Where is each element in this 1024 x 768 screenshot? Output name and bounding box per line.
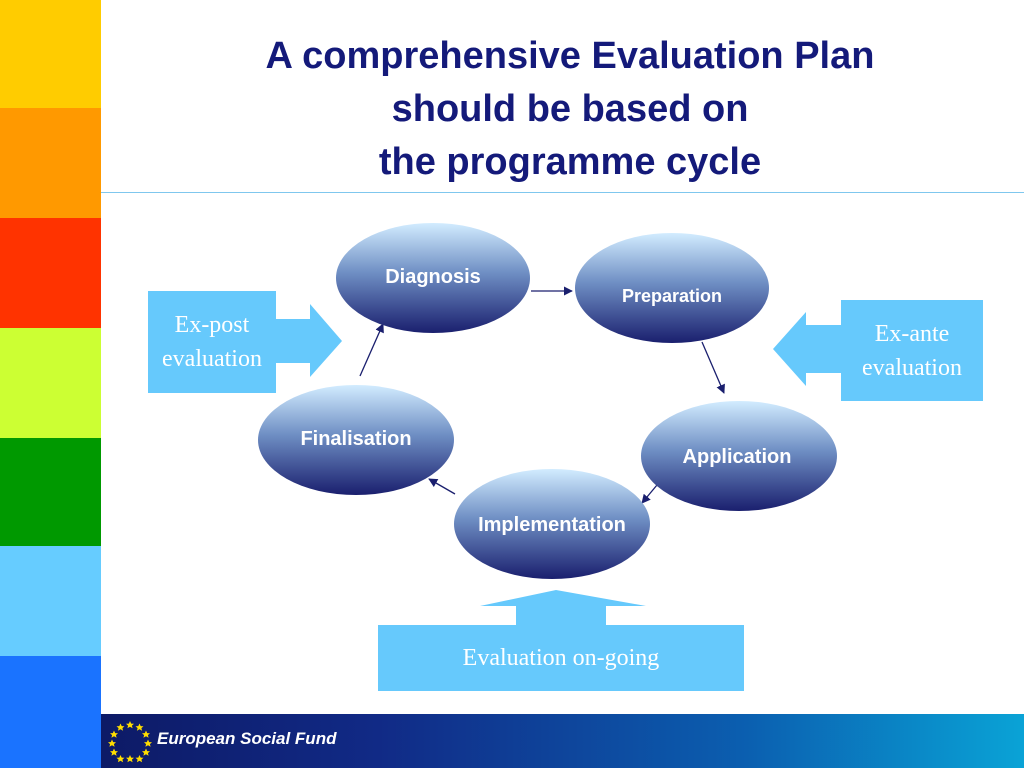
ex-post-label-1: Ex-post <box>174 312 250 338</box>
node-finalisation-label: Finalisation <box>300 428 411 450</box>
node-diagnosis: Diagnosis <box>336 223 530 333</box>
title-divider <box>101 192 1024 193</box>
node-application: Application <box>641 401 837 511</box>
ongoing-arrow <box>480 590 646 625</box>
node-finalisation: Finalisation <box>258 385 454 495</box>
stripe-blue <box>0 656 101 768</box>
footer-bar: European Social Fund <box>101 714 1024 768</box>
flow-arrow-preparation-application <box>701 341 725 394</box>
title-line-1: A comprehensive Evaluation Plan <box>265 35 875 77</box>
stripe-green <box>0 438 101 546</box>
stripe-lime <box>0 328 101 438</box>
page-title: A comprehensive Evaluation Plan should b… <box>170 30 970 189</box>
ex-post-label-2: evaluation <box>162 346 262 372</box>
color-stripe-bar <box>0 0 101 768</box>
flow-arrow-application-implementation <box>641 484 658 504</box>
stripe-light-blue <box>0 546 101 656</box>
title-line-2: should be based on <box>391 88 749 130</box>
title-line-3: the programme cycle <box>378 141 762 183</box>
evaluation-ongoing-box: Evaluation on-going <box>378 625 744 691</box>
ex-ante-label-1: Ex-ante <box>874 321 950 347</box>
node-diagnosis-label: Diagnosis <box>385 266 481 288</box>
stripe-orange <box>0 108 101 218</box>
evaluation-ongoing-label: Evaluation on-going <box>462 645 660 671</box>
ex-post-arrow <box>274 304 342 377</box>
flow-arrow-finalisation-diagnosis <box>359 323 384 377</box>
flow-arrow-implementation-finalisation <box>428 478 456 495</box>
node-implementation-label: Implementation <box>478 514 626 536</box>
stripe-red <box>0 218 101 328</box>
node-application-label: Application <box>683 446 792 468</box>
node-implementation: Implementation <box>454 469 650 579</box>
ex-ante-arrow <box>773 312 842 386</box>
node-preparation: Preparation <box>575 233 769 343</box>
ex-ante-evaluation-box: Ex-ante evaluation <box>841 300 983 401</box>
ex-ante-label-2: evaluation <box>862 355 962 381</box>
ex-post-evaluation-box: Ex-post evaluation <box>148 291 276 393</box>
stripe-yellow <box>0 0 101 108</box>
eu-stars-icon <box>108 721 152 763</box>
node-preparation-label: Preparation <box>622 286 722 306</box>
footer-label: European Social Fund <box>157 729 337 748</box>
